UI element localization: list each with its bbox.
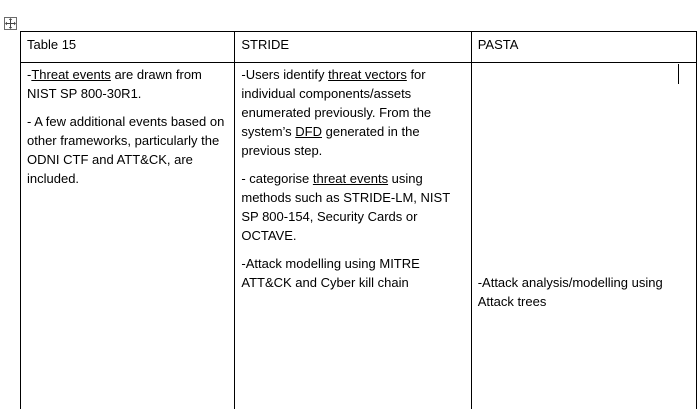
threat-events-term: Threat events <box>31 67 111 82</box>
header-label: Table 15 <box>27 37 76 52</box>
header-label: PASTA <box>478 37 519 52</box>
table15-para-1: -Threat events are drawn from NIST SP 80… <box>27 65 228 103</box>
threat-events-term: threat events <box>313 171 388 186</box>
table15-para-2: - A few additional events based on other… <box>27 112 228 188</box>
pasta-para-1: -Attack analysis/modelling using Attack … <box>478 273 683 311</box>
text-span: - categorise <box>241 171 313 186</box>
table15-body-cell[interactable]: -Threat events are drawn from NIST SP 80… <box>21 63 235 409</box>
stride-para-1: -Users identify threat vectors for indiv… <box>241 65 464 160</box>
stride-body-cell[interactable]: -Users identify threat vectors for indiv… <box>235 63 471 409</box>
table-body-row: -Threat events are drawn from NIST SP 80… <box>21 63 697 409</box>
header-cell-table15[interactable]: Table 15 <box>21 32 235 63</box>
text-span: -Users identify <box>241 67 328 82</box>
header-cell-stride[interactable]: STRIDE <box>235 32 471 63</box>
header-cell-pasta[interactable]: PASTA <box>471 32 696 63</box>
threat-vectors-term: threat vectors <box>328 67 407 82</box>
table-move-handle-icon[interactable] <box>4 17 17 30</box>
comparison-table: Table 15 STRIDE PASTA -Threat events are… <box>20 31 697 409</box>
stride-para-3: -Attack modelling using MITRE ATT&CK and… <box>241 254 464 292</box>
dfd-term: DFD <box>295 124 322 139</box>
table-edge-marker <box>678 64 679 84</box>
stride-para-2: - categorise threat events using methods… <box>241 169 464 245</box>
pasta-body-cell[interactable]: -Attack analysis/modelling using Attack … <box>471 63 696 409</box>
table-header-row: Table 15 STRIDE PASTA <box>21 32 697 63</box>
header-label: STRIDE <box>241 37 289 52</box>
